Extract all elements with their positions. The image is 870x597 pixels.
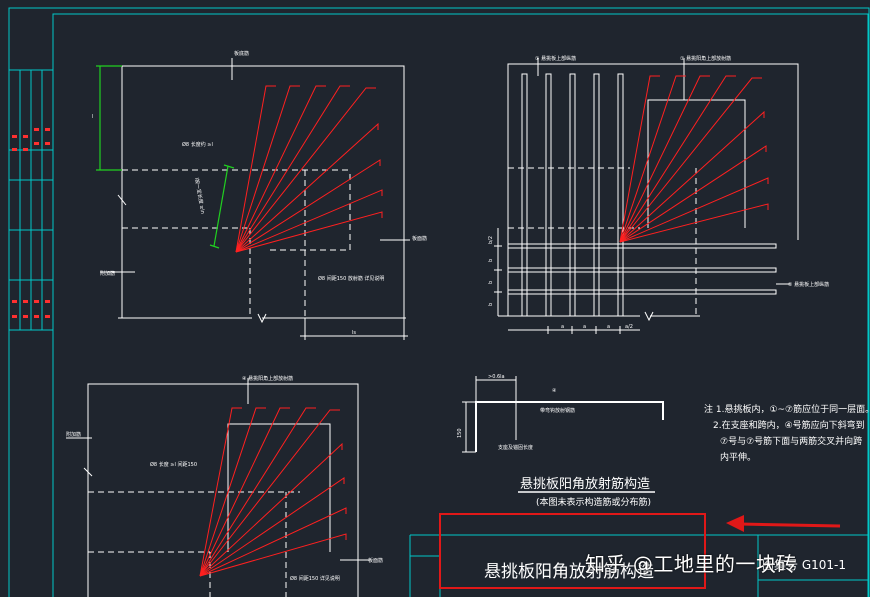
radial-bar [235, 189, 383, 253]
radial-bar [199, 409, 340, 577]
watermark: 知乎 @工地里的一块砖 [585, 552, 797, 576]
d1-label-mid: Ø8 长度约 ≥l [182, 141, 213, 148]
radial-bar [199, 407, 290, 577]
title-block-code: 图集号 G101-1 [762, 558, 846, 572]
d2-label-right: ⑤ 悬挑板上部纵筋 [788, 281, 829, 288]
drawing-title: 悬挑板阳角放射筋构造 (本图未表示构造筋或分布筋) [518, 476, 655, 508]
detail-1-outline [100, 58, 410, 340]
radial-bar [619, 75, 660, 243]
radial-bar [199, 533, 347, 577]
detail-1-dimension [96, 65, 235, 249]
d2-label-top2: ① 悬挑阳角上部放射筋 [680, 55, 731, 62]
radial-bar [619, 177, 769, 243]
radial-bar [199, 407, 316, 577]
radial-bar [235, 85, 326, 253]
d1-label-green: l按一定长度 ≥ln [193, 177, 206, 214]
detail-2-radial-bars [619, 75, 769, 243]
radial-bar [619, 75, 736, 243]
d4-mid: 带弯钩放射钢筋 [540, 407, 575, 414]
radial-bar [235, 211, 383, 253]
detail-3-radial-bars [199, 407, 347, 577]
radial-bar [235, 85, 350, 253]
d3-label-right: 板面筋 [368, 557, 383, 564]
highlight-box [439, 513, 706, 589]
drawing-frame [8, 7, 870, 597]
d4-dim: >0.6la [488, 374, 505, 380]
detail-4-bar [462, 376, 664, 453]
detail-1-radial-bars [235, 85, 383, 253]
side-strip-glyphs [12, 128, 50, 318]
d2-dim-bottom-3: a/2 [625, 324, 633, 330]
note-line-1: 注 1.悬挑板内，①~⑦筋应位于同一层面。 [704, 403, 870, 415]
d1-label-right: 板面筋 [412, 235, 427, 242]
d1-label-top: 板底筋 [234, 50, 249, 57]
d2-label-top1: ① 悬挑板上部纵筋 [535, 55, 576, 62]
radial-bar [199, 507, 347, 577]
note-line-3: ⑦号与⑦号筋下面与两筋交叉并向跨 [720, 435, 862, 447]
radial-bar [619, 110, 765, 243]
d3-label-top: ④ 悬挑阳角上部放射筋 [242, 375, 293, 382]
highlight-annotation [439, 513, 841, 589]
radial-bar [619, 77, 762, 243]
radial-bar [235, 85, 276, 253]
radial-bar [619, 75, 710, 243]
radial-bar [235, 122, 379, 253]
arrow-head-icon [726, 515, 744, 532]
d2-dim-left-0: b/2 [488, 236, 494, 244]
title-sub: (本图未表示构造筋或分布筋) [536, 496, 651, 508]
radial-bar [619, 145, 767, 243]
note-line-4: 内平伸。 [720, 451, 756, 463]
d2-dim-left-1: b [488, 259, 494, 262]
notes: 注 1.悬挑板内，①~⑦筋应位于同一层面。 2.在支座和跨内，④号筋应向下斜弯到… [704, 403, 870, 463]
radial-bar [235, 159, 381, 253]
radial-bar [199, 442, 343, 577]
d1-dim-ls: ls [352, 330, 356, 336]
note-line-2: 2.在支座和跨内，④号筋应向下斜弯到 [713, 419, 865, 431]
d2-dim-bottom-0: a [561, 324, 564, 330]
d2-dim-bottom-2: a [607, 324, 610, 330]
d4-bot: 支座及锚固长度 [498, 444, 533, 451]
radial-bar [619, 75, 686, 243]
d3-label-bottom: Ø8 间距150 详见说明 [290, 575, 340, 582]
radial-bar [199, 477, 345, 577]
d2-dim-bottom-1: a [583, 324, 586, 330]
d1-label-left: 附加筋 [100, 270, 115, 277]
d3-label-mid: Ø8 长度 ≥l 间距150 [150, 461, 197, 468]
radial-bar [199, 407, 266, 577]
arrow-shaft [739, 522, 841, 528]
d4-side: 150 [457, 428, 463, 438]
d2-dim-left-3: b [488, 303, 494, 306]
d3-label-left: 附加筋 [66, 431, 81, 438]
radial-bar [199, 407, 242, 577]
d1-dim-l: l [92, 114, 93, 120]
radial-bar [619, 203, 769, 243]
d4-num: ④ [552, 388, 557, 394]
radial-bar [235, 87, 376, 253]
d2-dim-left-2: b [488, 281, 494, 284]
d1-label-bottom: Ø8 间距150 放射筋 详见说明 [318, 275, 384, 282]
radial-bar [235, 85, 300, 253]
title-main: 悬挑板阳角放射筋构造 [520, 476, 650, 492]
detail-2-outline [494, 58, 799, 334]
title-block-title: 悬挑板阳角放射筋构造 [484, 562, 654, 582]
